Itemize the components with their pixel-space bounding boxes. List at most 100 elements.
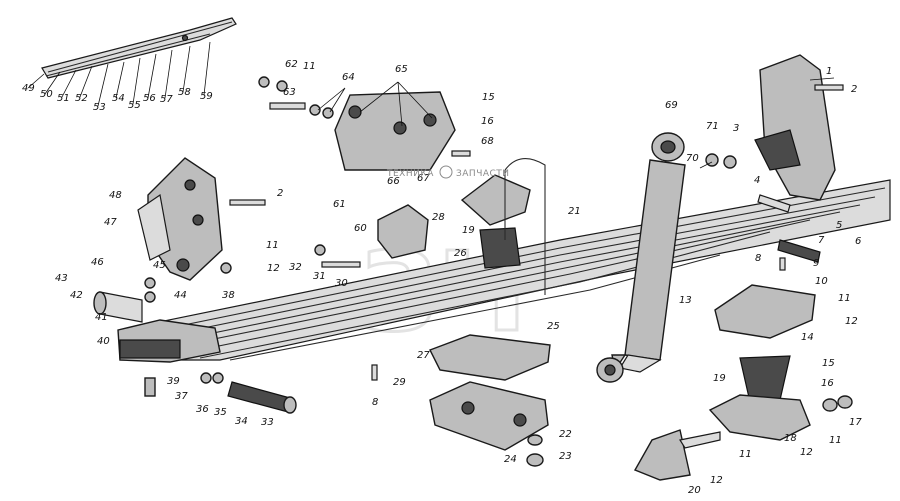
callout-c16b: 16 — [821, 378, 834, 389]
callout-c66: 66 — [387, 176, 400, 187]
pin-33 — [227, 381, 297, 414]
callout-c5: 5 — [836, 220, 842, 231]
callout-c58: 58 — [178, 87, 191, 98]
callout-c14: 14 — [801, 332, 814, 343]
callout-c8a: 8 — [755, 253, 761, 264]
callout-c12c: 12 — [710, 475, 723, 486]
hardware — [144, 76, 853, 467]
callout-c25: 25 — [547, 321, 560, 332]
callout-c11d: 11 — [739, 449, 752, 460]
callout-c50: 50 — [40, 89, 53, 100]
leader-lines — [27, 41, 835, 169]
bracket-65 — [334, 91, 456, 171]
callout-c8b: 8 — [372, 397, 378, 408]
watermark-tagline-text: ТЕХНИКА — [386, 169, 434, 179]
callout-c23: 23 — [559, 451, 572, 462]
callout-c44: 44 — [174, 290, 187, 301]
callout-c1: 1 — [826, 66, 832, 77]
callout-c47: 47 — [104, 217, 117, 228]
callout-c21: 21 — [568, 206, 581, 217]
callout-c24: 24 — [504, 454, 517, 465]
callout-c11c: 11 — [829, 435, 842, 446]
spring-eye-front — [117, 319, 221, 363]
callout-c34: 34 — [235, 416, 248, 427]
callout-c60: 60 — [354, 223, 367, 234]
callout-c27: 27 — [417, 350, 430, 361]
callout-c54: 54 — [112, 93, 125, 104]
callout-c11a: 11 — [303, 61, 316, 72]
callout-c15b: 15 — [822, 358, 835, 369]
callout-c16a: 16 — [481, 116, 494, 127]
callout-c38: 38 — [222, 290, 235, 301]
callout-c39: 39 — [167, 376, 180, 387]
spring-pad-27 — [429, 334, 551, 381]
callout-c61: 61 — [333, 199, 346, 210]
callout-c43: 43 — [55, 273, 68, 284]
callout-c42: 42 — [70, 290, 83, 301]
callout-c6: 6 — [855, 236, 861, 247]
callout-c17: 17 — [849, 417, 862, 428]
watermark-tagline: ТЕХНИКА ЗАПЧАСТИ — [386, 165, 510, 179]
callout-c13: 13 — [679, 295, 692, 306]
bracket-20 — [633, 429, 721, 481]
bracket-18 — [708, 394, 811, 441]
callout-c2a: 2 — [851, 84, 857, 95]
callout-c45: 45 — [153, 260, 166, 271]
callout-c71: 71 — [706, 121, 719, 132]
callout-c35: 35 — [214, 407, 227, 418]
callout-c59: 59 — [200, 91, 213, 102]
callout-c57: 57 — [160, 94, 173, 105]
callout-c46: 46 — [91, 257, 104, 268]
callout-c29: 29 — [393, 377, 406, 388]
callout-c41: 41 — [95, 312, 108, 323]
u-bolt-21 — [504, 158, 546, 295]
watermark-gear-icon — [439, 165, 453, 179]
callout-c19b: 19 — [713, 373, 726, 384]
callout-c28: 28 — [432, 212, 445, 223]
callout-c48: 48 — [109, 190, 122, 201]
callout-c11b: 11 — [838, 293, 851, 304]
callout-c52: 52 — [75, 93, 88, 104]
callout-c22: 22 — [559, 429, 572, 440]
callout-c3: 3 — [733, 123, 739, 134]
watermark-tagline2-text: ЗАПЧАСТИ — [456, 169, 510, 179]
callout-c36: 36 — [196, 404, 209, 415]
callout-c12d: 12 — [267, 263, 280, 274]
callout-c12b: 12 — [800, 447, 813, 458]
callout-c26: 26 — [454, 248, 467, 259]
bump-stop-60 — [377, 204, 429, 259]
callout-c53: 53 — [93, 102, 106, 113]
callout-c33: 33 — [261, 417, 274, 428]
pad-14 — [714, 284, 816, 339]
callout-c68: 68 — [481, 136, 494, 147]
callout-c51: 51 — [57, 93, 70, 104]
callout-c12a: 12 — [845, 316, 858, 327]
callout-c55: 55 — [128, 100, 141, 111]
callout-c7: 7 — [818, 235, 825, 246]
callout-c15a: 15 — [482, 92, 495, 103]
callout-c18: 18 — [784, 433, 797, 444]
rear-bracket-1 — [754, 54, 836, 201]
callout-c62: 62 — [285, 59, 298, 70]
callout-c70: 70 — [686, 153, 699, 164]
callout-c19a: 19 — [462, 225, 475, 236]
callout-c32: 32 — [289, 262, 302, 273]
shock-absorber-69 — [596, 132, 686, 383]
callout-c20: 20 — [688, 485, 701, 496]
callout-c49: 49 — [22, 83, 35, 94]
front-bracket-48 — [137, 157, 223, 281]
callout-c11e: 11 — [266, 240, 279, 251]
callout-c63: 63 — [283, 87, 296, 98]
support-28 — [460, 174, 531, 269]
bushing-41 — [93, 291, 143, 323]
callout-c31: 31 — [313, 271, 326, 282]
callout-c37: 37 — [175, 391, 188, 402]
callout-c30: 30 — [335, 278, 348, 289]
callout-c65: 65 — [395, 64, 408, 75]
lower-plate-24 — [429, 381, 549, 451]
callout-c9: 9 — [813, 258, 819, 269]
callout-c4: 4 — [754, 175, 760, 186]
